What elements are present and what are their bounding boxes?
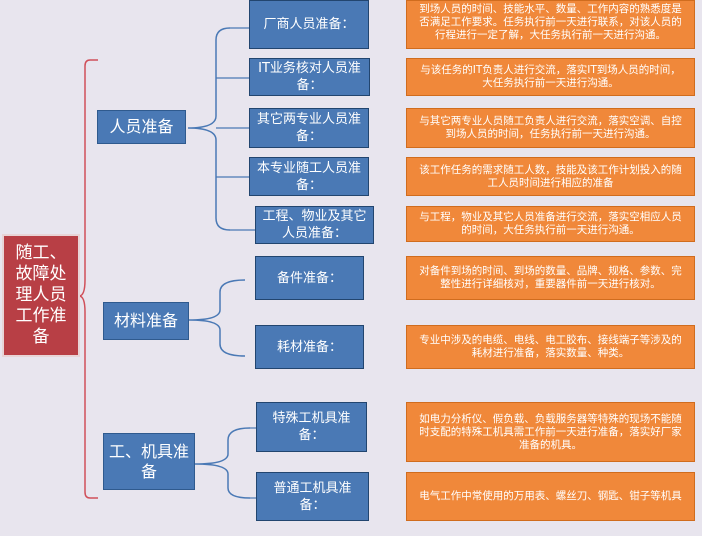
category-personnel: 人员准备 (97, 110, 186, 144)
desc-engineering-property-staff: 与工程，物业及其它人员准备进行交流，落实空相应人员的时间，大任务执行前一天进行沟… (406, 206, 695, 242)
item-it-staff: IT业务核对人员准备： (249, 58, 370, 96)
root-brace (78, 59, 98, 499)
item-spare-parts: 备件准备： (255, 256, 364, 300)
desc-consumables: 专业中涉及的电缆、电线、电工胶布、接线端子等涉及的耗材进行准备，落实数量、种类。 (406, 325, 695, 369)
desc-special-tools: 如电力分析仪、假负载、负载服务器等特殊的现场不能随时支配的特殊工机具需工作前一天… (406, 402, 695, 462)
brace-materials (188, 279, 246, 357)
item-vendor-staff: 厂商人员准备： (249, 0, 369, 49)
desc-common-tools: 电气工作中常使用的万用表、螺丝刀、钢匙、钳子等机具 (406, 472, 695, 521)
root-node: 随工、故障处理人员工作准备 (2, 234, 80, 357)
category-tools: 工、机具准备 (103, 433, 195, 490)
item-consumables: 耗材准备： (255, 325, 364, 369)
item-special-tools: 特殊工机具准备： (256, 402, 367, 452)
item-common-tools: 普通工机具准备： (256, 472, 369, 521)
brace-tools (194, 427, 251, 499)
desc-own-specialty-staff: 该工作任务的需求随工人数，技能及该工作计划投入的随工人员时间进行相应的准备 (406, 157, 695, 196)
desc-vendor-staff: 到场人员的时间、技能水平、数量、工作内容的熟悉度是否满足工作要求。任务执行前一天… (406, 0, 695, 49)
desc-it-staff: 与该任务的IT负责人进行交流，落实IT到场人员的时间，大任务执行前一天进行沟通。 (406, 58, 695, 96)
item-engineering-property-staff: 工程、物业及其它人员准备： (255, 206, 374, 244)
desc-other-specialty-staff: 与其它两专业人员随工负责人进行交流，落实空调、自控到场人员的时间，任务执行前一天… (406, 108, 695, 148)
item-other-specialty-staff: 其它两专业人员准备： (249, 108, 369, 148)
brace-personnel (187, 27, 231, 231)
desc-spare-parts: 对备件到场的时间、到场的数量、品牌、规格、参数、完整性进行详细核对，重要器件前一… (406, 256, 695, 300)
category-materials: 材料准备 (103, 302, 189, 340)
item-own-specialty-staff: 本专业随工人员准备： (249, 157, 369, 196)
